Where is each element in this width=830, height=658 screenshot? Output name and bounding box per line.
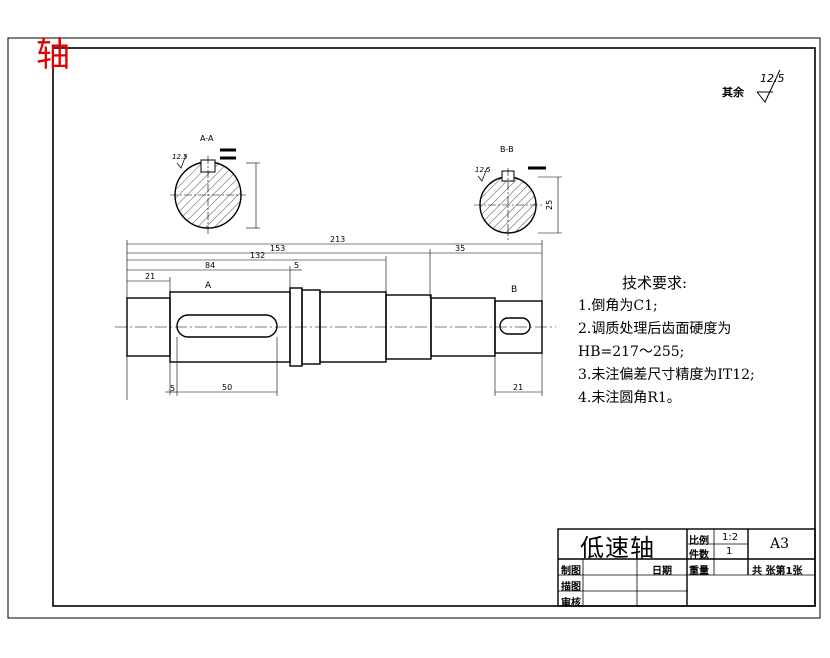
qty-value: 1 [726, 546, 733, 557]
requirements-title: 技术要求: [622, 274, 688, 292]
section-a-label: A-A [200, 134, 214, 143]
qty-label: 件数 [689, 550, 709, 561]
section-a-roughness: 12.5 [172, 153, 188, 161]
outer-border [7, 37, 821, 619]
roughness-symbol [756, 69, 781, 103]
title-block-grid [557, 528, 816, 607]
dim-21-right: 21 [513, 383, 523, 392]
section-b-roughness: 12.5 [475, 166, 491, 174]
dim-153: 153 [270, 244, 285, 253]
requirement-item: 1.倒角为C1; [578, 298, 658, 314]
sheet-info: 共 张第1张 [752, 566, 803, 577]
scale-label: 比例 [689, 536, 709, 547]
roughness-label: 其余 [722, 86, 744, 99]
stamp-character: 轴 [36, 35, 70, 75]
roughness-value: 12.5 [760, 72, 785, 85]
requirement-item: HB=217～255; [578, 344, 685, 360]
section-b-label: B-B [500, 145, 514, 154]
dim-132: 132 [250, 251, 265, 260]
review-label: 审核 [561, 598, 581, 609]
trace-label: 描图 [561, 582, 581, 593]
dim-overall: 213 [330, 235, 345, 244]
technical-requirements: 技术要求: 1.倒角为C1; 2.调质处理后齿面硬度为 HB=217～255; … [578, 272, 808, 410]
date-label: 日期 [652, 566, 672, 577]
scale-value: 1:2 [722, 532, 739, 543]
section-b-dim: 25 [545, 200, 554, 210]
requirement-item: 4.未注圆角R1。 [578, 390, 681, 406]
paper-size: A3 [770, 536, 790, 552]
section-a-a [170, 148, 260, 234]
dim-5-top: 5 [294, 261, 299, 270]
inner-frame [52, 47, 816, 607]
requirement-item: 2.调质处理后齿面硬度为 [578, 321, 732, 337]
section-mark-a: A [205, 281, 212, 291]
weight-label: 重量 [689, 566, 709, 577]
dim-21-left: 21 [145, 272, 155, 281]
requirement-item: 3.未注偏差尺寸精度为IT12; [578, 367, 755, 383]
part-name: 低速轴 [580, 534, 655, 562]
drawn-label: 制图 [561, 566, 581, 577]
section-b-b [474, 166, 562, 240]
dim-50: 50 [222, 383, 232, 392]
dim-84: 84 [205, 261, 215, 270]
section-mark-b: B [511, 285, 517, 295]
dimension-lines [126, 240, 543, 400]
dim-5-bottom: 5 [170, 384, 175, 393]
dim-35: 35 [455, 244, 465, 253]
